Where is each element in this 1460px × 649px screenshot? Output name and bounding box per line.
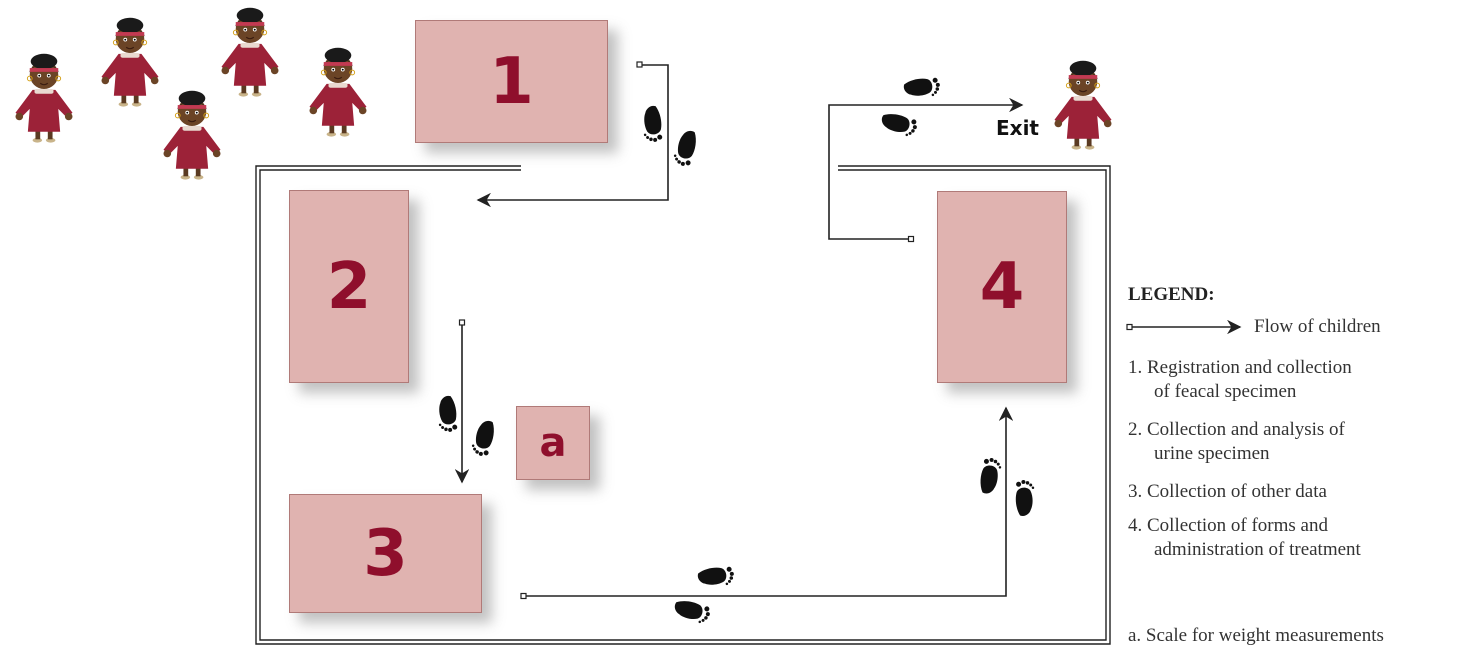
station-1: 1	[415, 20, 608, 143]
legend-scale-note: a. Scale for weight measurements	[1128, 625, 1384, 646]
legend-item-2: 2. Collection and analysis of urine spec…	[1128, 419, 1345, 464]
legend-item-3: 3. Collection of other data	[1128, 481, 1327, 502]
legend-flow-entry: Flow of children	[1128, 314, 1458, 340]
flow-arrow-1-to-2	[476, 64, 669, 208]
station-a-label: a	[539, 420, 567, 466]
station-1-label: 1	[489, 44, 534, 119]
station-3: 3	[289, 494, 482, 613]
legend-flow-label: Flow of children	[1254, 316, 1381, 337]
flow-arrow-3-to-4	[524, 406, 1014, 597]
flow-arrows	[454, 61, 1242, 600]
legend-item-4: 4. Collection of forms and administratio…	[1128, 515, 1361, 560]
station-2: 2	[289, 190, 409, 383]
station-a: a	[516, 406, 590, 480]
legend-item-1: 1. Registration and collection of feacal…	[1128, 357, 1352, 402]
station-4: 4	[937, 191, 1067, 383]
legend: LEGEND: Flow of children 1. Registration…	[1128, 284, 1458, 646]
station-4-label: 4	[979, 250, 1025, 324]
room-walls	[255, 165, 1111, 645]
station-3-label: 3	[363, 516, 408, 591]
flow-arrow-4-to-exit	[828, 97, 1024, 240]
station-2-label: 2	[326, 249, 372, 324]
legend-title: LEGEND:	[1128, 284, 1215, 305]
exit-label: Exit	[996, 116, 1039, 140]
